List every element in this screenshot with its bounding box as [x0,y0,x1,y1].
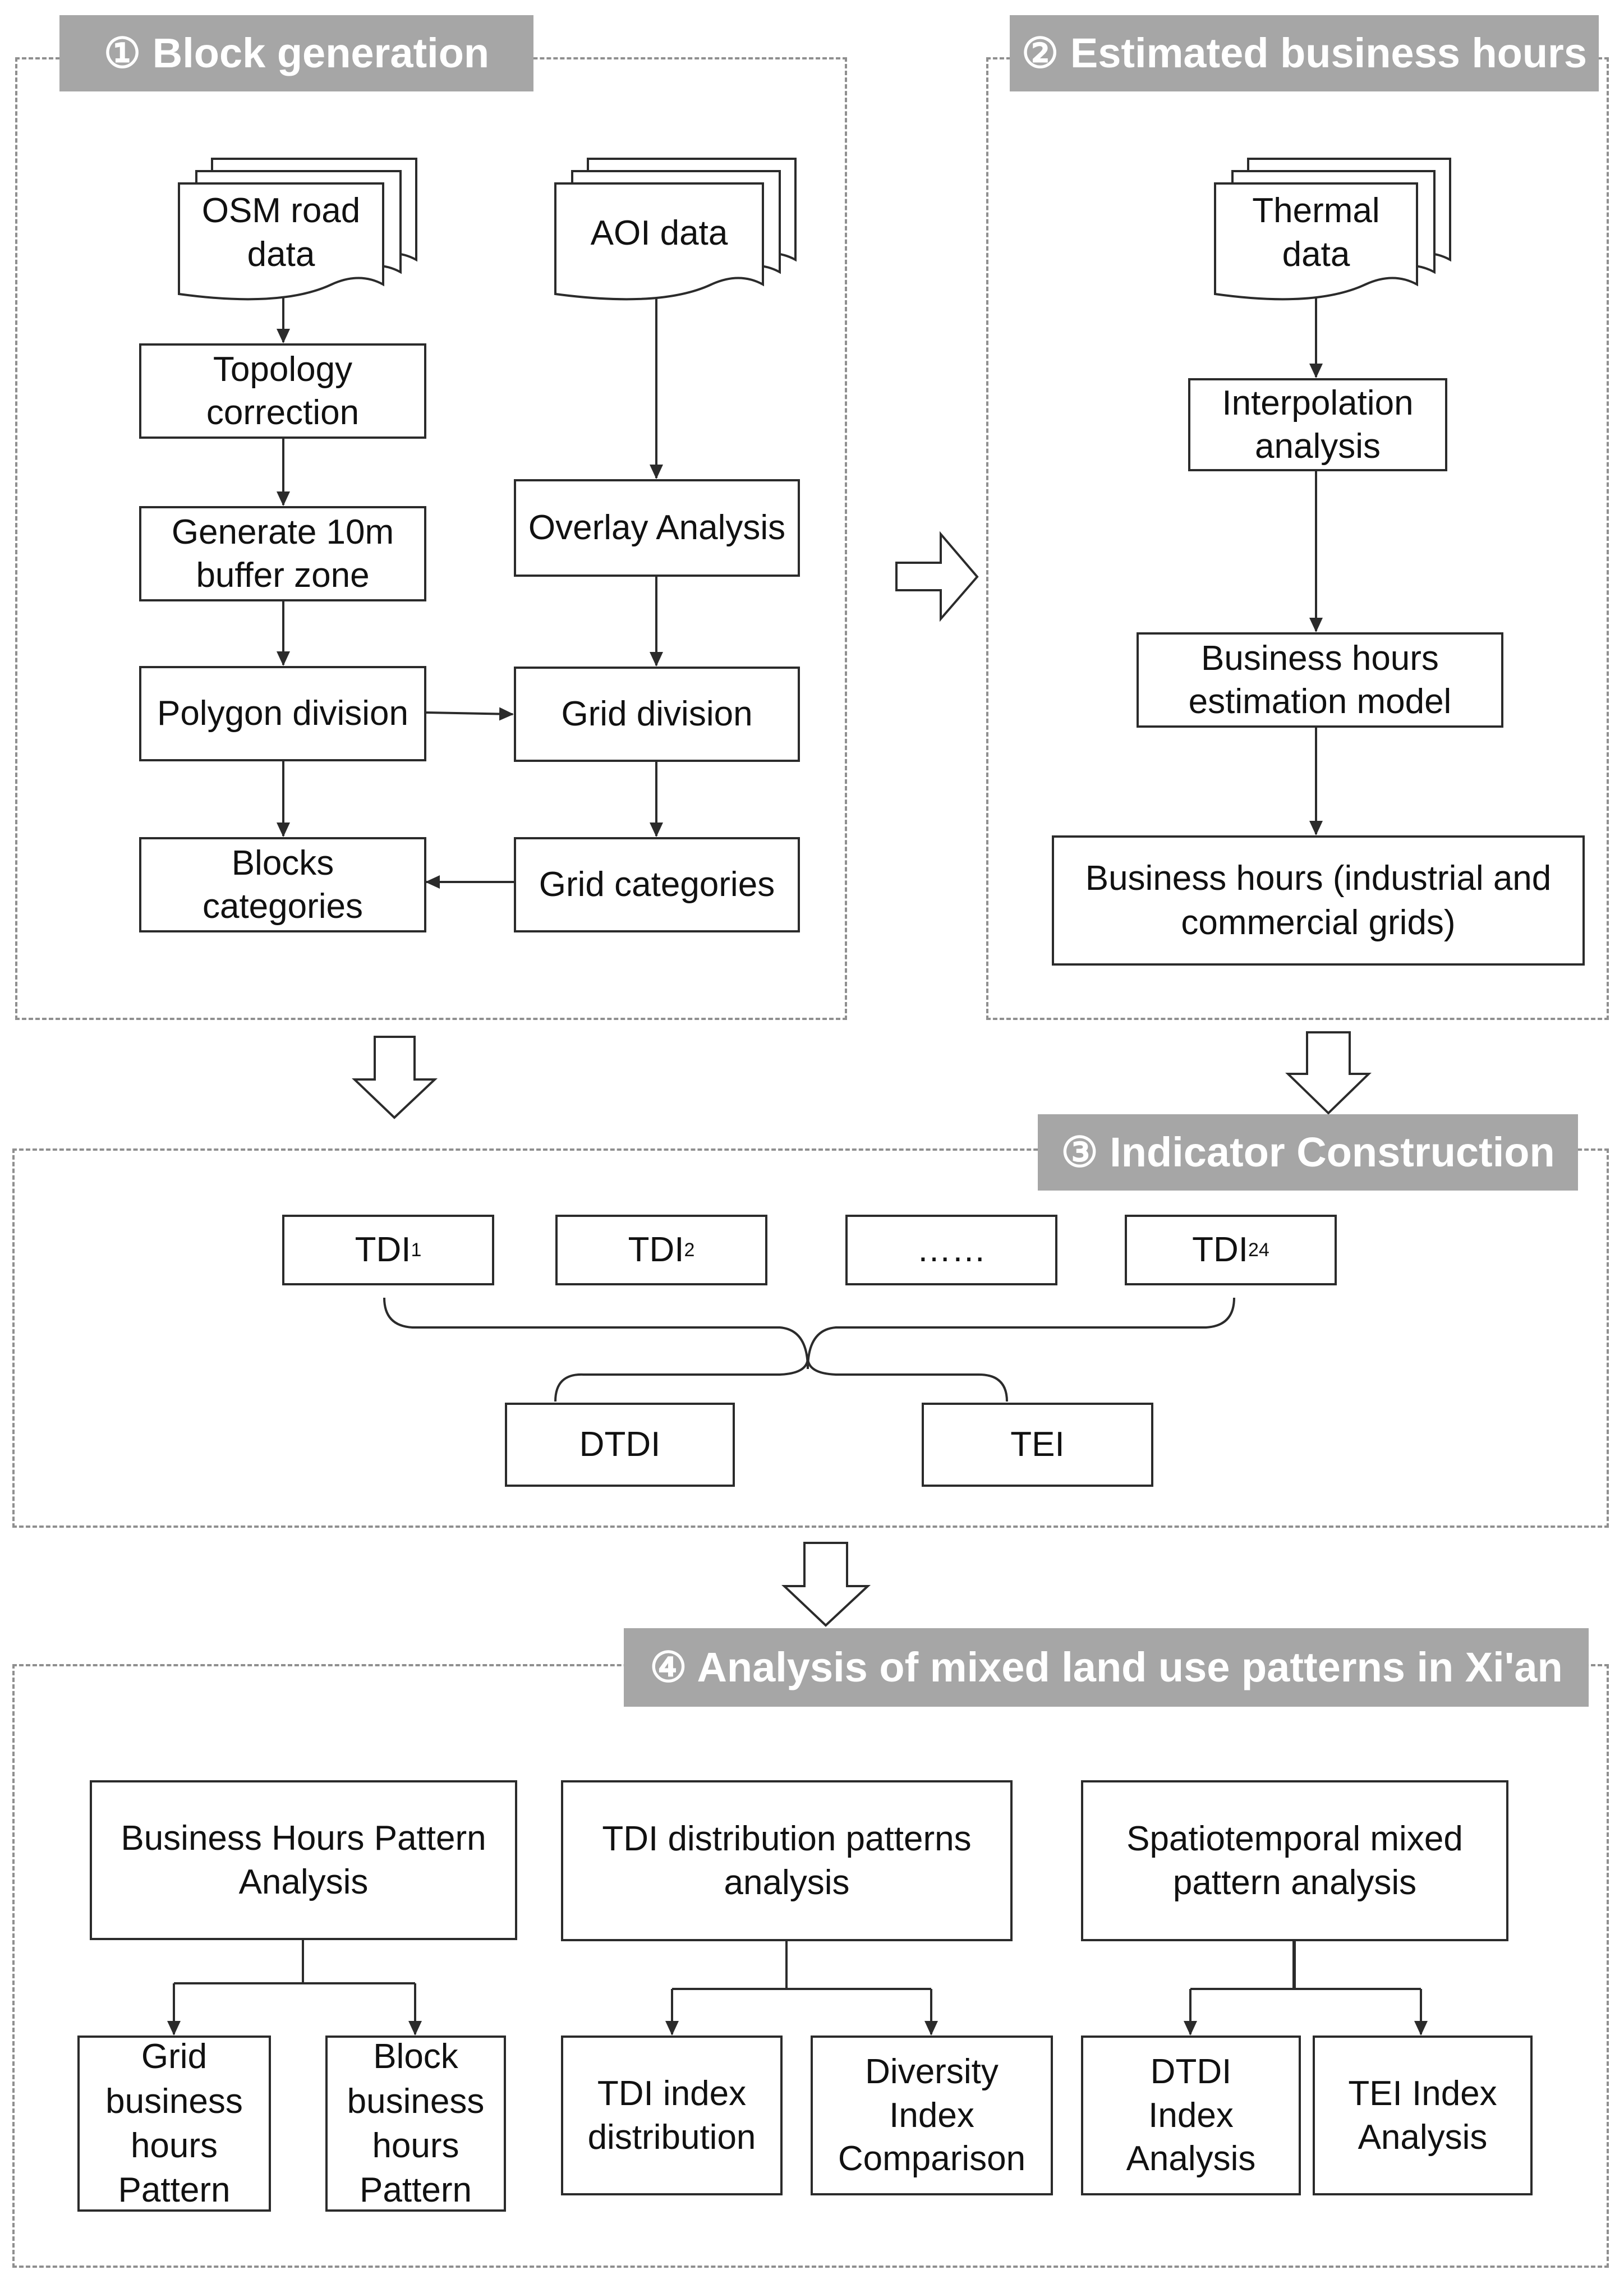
diversity-index-box: Diversity Index Comparison [811,2036,1053,2195]
panel-indicator [12,1148,1609,1528]
grid-categories-box: Grid categories [514,837,800,932]
estimation-model-box: Business hours estimation model [1137,632,1503,728]
osm-road-data: OSM road data [201,191,361,274]
overlay-analysis-box: Overlay Analysis [514,479,800,577]
grid-division-box: Grid division [514,667,800,762]
hollow-arrow-down-center [781,1542,871,1627]
hollow-arrow-down-right [1285,1031,1372,1115]
topology-correction-box: Topology correction [139,343,426,439]
tdi-1-label: TDI [355,1230,411,1270]
dtdi-index-analysis-box: DTDI Index Analysis [1081,2036,1301,2195]
block-business-hours-box: Block business hours Pattern [325,2036,506,2212]
hollow-arrow-down-left [352,1036,438,1119]
polygon-division-box: Polygon division [139,666,426,761]
panel-title-indicator: ③ Indicator Construction [1038,1114,1578,1191]
grid-business-hours-box: Grid business hours Pattern [77,2036,271,2212]
tei-box: TEI [922,1403,1153,1487]
osm-document-stack [178,158,417,301]
business-hours-pattern-box: Business Hours Pattern Analysis [90,1780,517,1940]
spatiotemporal-pattern-box: Spatiotemporal mixed pattern analysis [1081,1780,1508,1941]
panel-title-business-hours: ② Estimated business hours [1010,15,1599,91]
arrow-polygon-to-grid [426,707,514,721]
panel-title-analysis: ④ Analysis of mixed land use patterns in… [624,1628,1589,1707]
interpolation-analysis-box: Interpolation analysis [1188,378,1447,471]
tdi-distribution-patterns-box: TDI distribution patterns analysis [561,1780,1013,1941]
tdi-2-subscript: 2 [684,1239,695,1261]
brace-dtdi-tei [554,1357,1008,1402]
panel-title-block-generation: ① Block generation [59,15,533,91]
aoi-data: AOI data [590,214,728,252]
tdi-24-label: TDI [1192,1230,1249,1270]
aoi-document-stack [554,158,797,301]
thermal-document-stack [1214,158,1451,301]
hollow-arrow-right [895,531,979,622]
tdi-24-subscript: 24 [1248,1239,1269,1261]
tdi-1-subscript: 1 [411,1239,422,1261]
tdi-index-distribution-box: TDI index distribution [561,2036,783,2195]
thermal-data: Thermal data [1252,191,1380,274]
brace-tdi-group [383,1297,1235,1370]
tdi-ellipsis-box: …… [845,1215,1057,1285]
buffer-zone-box: Generate 10m buffer zone [139,506,426,601]
blocks-categories-box: Blocks categories [139,837,426,932]
dtdi-box: DTDI [505,1403,735,1487]
business-hours-result-box: Business hours (industrial and commercia… [1052,835,1585,966]
tdi-2-label: TDI [628,1230,684,1270]
tei-index-analysis-box: TEI Index Analysis [1313,2036,1533,2195]
